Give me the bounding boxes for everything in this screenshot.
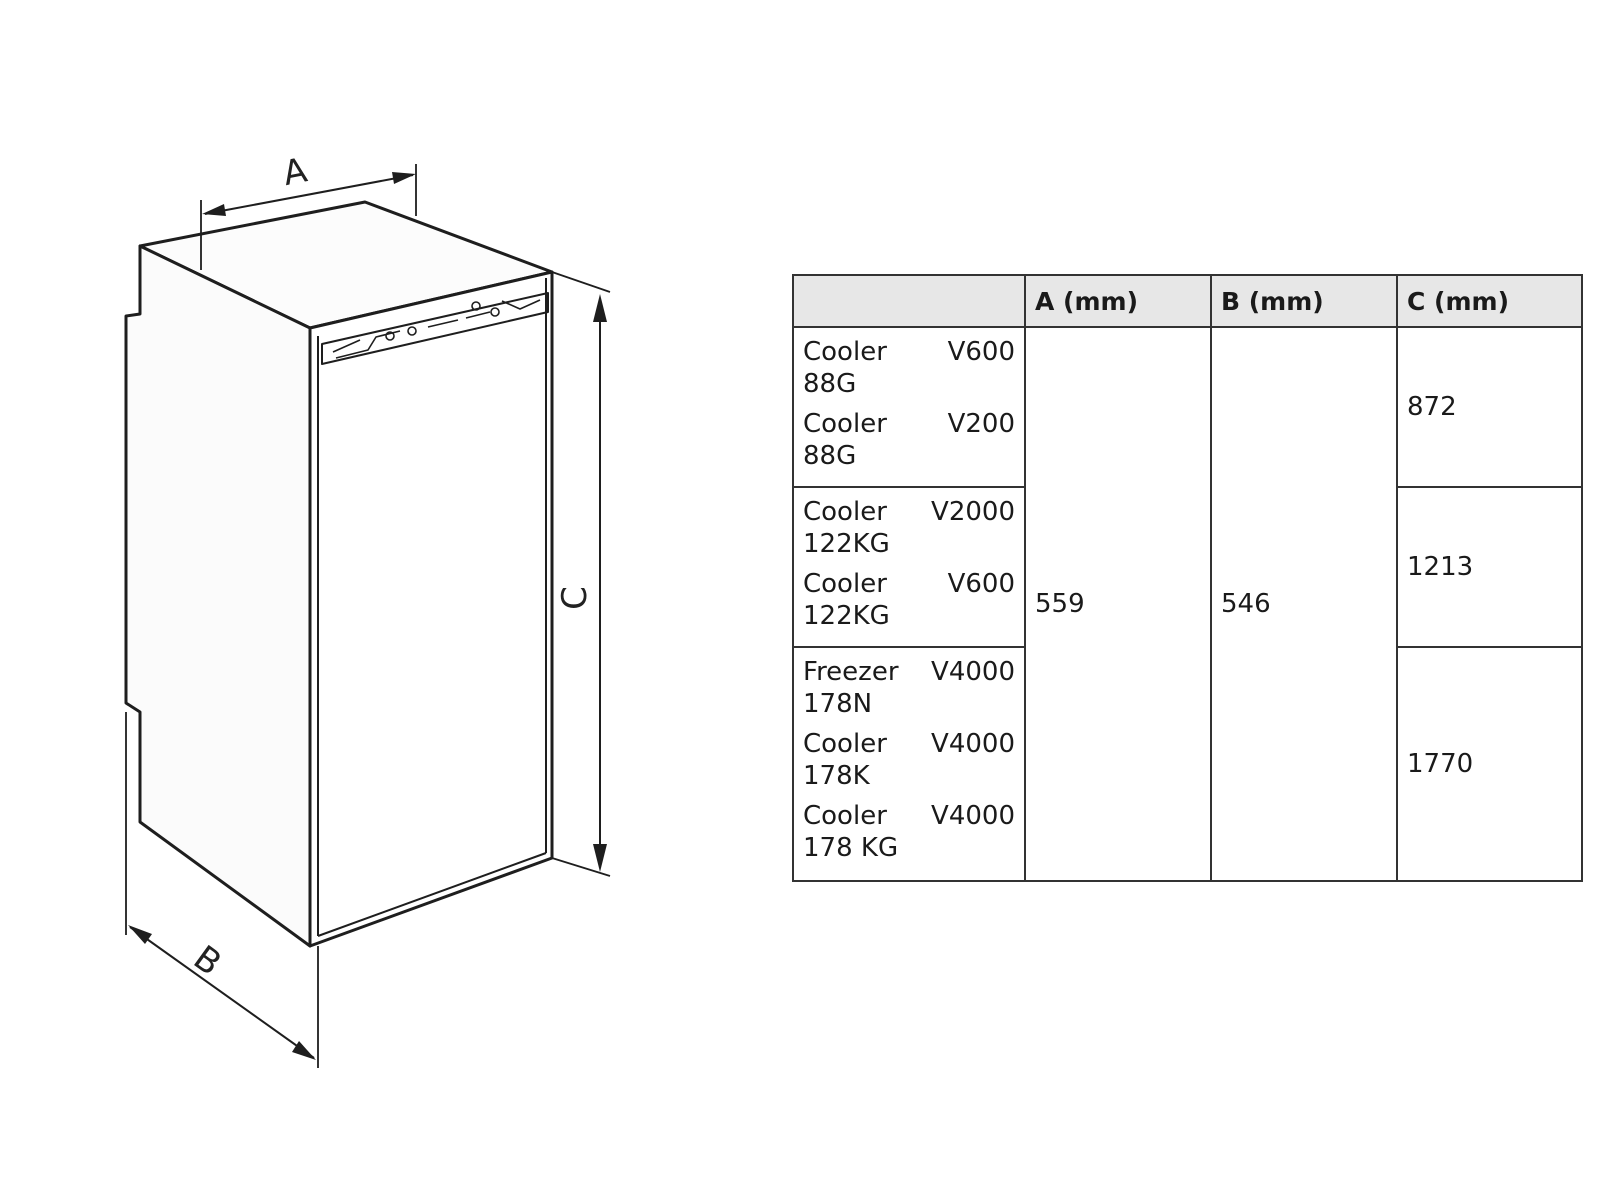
model-variant: V4000	[931, 729, 1015, 759]
model-variant: V200	[947, 409, 1015, 439]
cabinet-side-face	[124, 244, 312, 948]
arrowhead	[128, 925, 152, 944]
header-model	[792, 274, 1026, 328]
model-code: 122KG	[803, 601, 890, 631]
model-code: 178N	[803, 689, 873, 719]
door-edge	[317, 278, 547, 937]
model-name: Cooler	[803, 409, 887, 439]
model-name: Freezer	[803, 657, 899, 687]
dimension-arrows	[128, 172, 607, 1060]
dimension-label-a: A	[280, 150, 310, 194]
cabinet-front-face	[308, 270, 554, 948]
model-code: 178K	[803, 761, 870, 791]
model-code: 88G	[803, 441, 857, 471]
dimension-lines	[129, 174, 601, 1059]
extension-lines	[125, 164, 611, 1068]
arrowhead	[202, 204, 226, 216]
control-panel	[321, 292, 549, 365]
control-panel-details	[332, 299, 541, 359]
model-variant: V600	[947, 569, 1015, 599]
model-name: Cooler	[803, 729, 887, 759]
model-name: Cooler	[803, 801, 887, 831]
dimension-line-b	[129, 926, 315, 1059]
header-b-mm: B (mm)	[1210, 274, 1398, 328]
header-a-mm: A (mm)	[1024, 274, 1212, 328]
model-variant: V4000	[931, 657, 1015, 687]
arrowhead	[593, 844, 607, 872]
header-c-mm: C (mm)	[1396, 274, 1583, 328]
model-entry: Cooler V600 88G	[803, 336, 1015, 400]
model-name: Cooler	[803, 569, 887, 599]
dimension-label-c: C	[555, 586, 595, 610]
arrowhead	[292, 1041, 316, 1060]
appliance-dimension-diagram: A C B	[124, 150, 611, 1068]
value-a: 559	[1024, 326, 1212, 882]
table-header-row: A (mm) B (mm) C (mm)	[792, 274, 1583, 328]
model-entry: Cooler V4000 178K	[803, 728, 1015, 792]
arrowhead	[392, 172, 416, 184]
model-variant: V2000	[931, 497, 1015, 527]
value-c: 1770	[1396, 646, 1583, 882]
dimension-line-a	[204, 174, 414, 215]
model-variant: V600	[947, 337, 1015, 367]
model-variant: V4000	[931, 801, 1015, 831]
model-entry: Cooler V4000 178 KG	[803, 800, 1015, 864]
model-entry: Cooler V600 122KG	[803, 568, 1015, 632]
value-b: 546	[1210, 326, 1398, 882]
model-name: Cooler	[803, 497, 887, 527]
value-c: 872	[1396, 326, 1583, 488]
model-name: Cooler	[803, 337, 887, 367]
model-code: 178 KG	[803, 833, 899, 863]
model-entry: Freezer V4000 178N	[803, 656, 1015, 720]
model-entry: Cooler V2000 122KG	[803, 496, 1015, 560]
model-code: 88G	[803, 369, 857, 399]
model-code: 122KG	[803, 529, 890, 559]
arrowhead	[593, 294, 607, 322]
model-entry: Cooler V200 88G	[803, 408, 1015, 472]
dimension-label-b: B	[186, 938, 228, 984]
value-c: 1213	[1396, 486, 1583, 648]
